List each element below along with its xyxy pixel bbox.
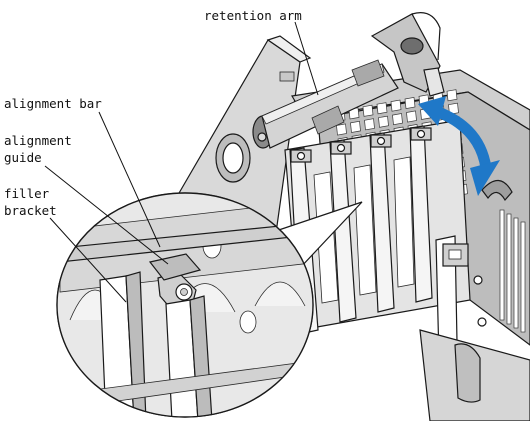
- label-filler-bracket-line1: filler: [4, 186, 50, 201]
- vent-slot: [513, 217, 519, 329]
- vent-slot: [506, 213, 512, 325]
- vent-hole: [336, 123, 347, 136]
- vent-hole: [376, 102, 388, 115]
- label-alignment-bar: alignment bar: [4, 96, 102, 111]
- vent-hole: [404, 96, 416, 110]
- vent-hole: [378, 115, 389, 128]
- vent-hole: [392, 113, 403, 126]
- retention-arm[interactable]: [252, 12, 445, 149]
- vent-hole: [350, 120, 361, 133]
- vent-slot: [499, 209, 505, 321]
- leader-alignment-bar: [98, 111, 161, 248]
- leader-lines: [44, 21, 319, 303]
- vent-hole: [446, 89, 458, 102]
- leader-alignment-guide: [44, 165, 169, 265]
- vent-hole: [406, 110, 417, 123]
- vent-hole: [390, 99, 402, 112]
- vent-hole: [364, 118, 375, 131]
- label-alignment-guide-line1: alignment: [4, 133, 72, 148]
- magnified-inset: [56, 192, 363, 418]
- vent-hole: [362, 104, 374, 117]
- rotation-arrow-icon: [418, 96, 500, 196]
- vent-slot: [520, 221, 526, 333]
- leader-retention-arm: [294, 21, 319, 96]
- label-alignment-guide-line2: guide: [4, 150, 42, 165]
- leader-filler-bracket: [49, 217, 127, 303]
- label-retention-arm: retention arm: [204, 8, 302, 23]
- label-filler-bracket-line2: bracket: [4, 203, 57, 218]
- callout-labels: retention arm alignment bar alignment gu…: [4, 8, 302, 218]
